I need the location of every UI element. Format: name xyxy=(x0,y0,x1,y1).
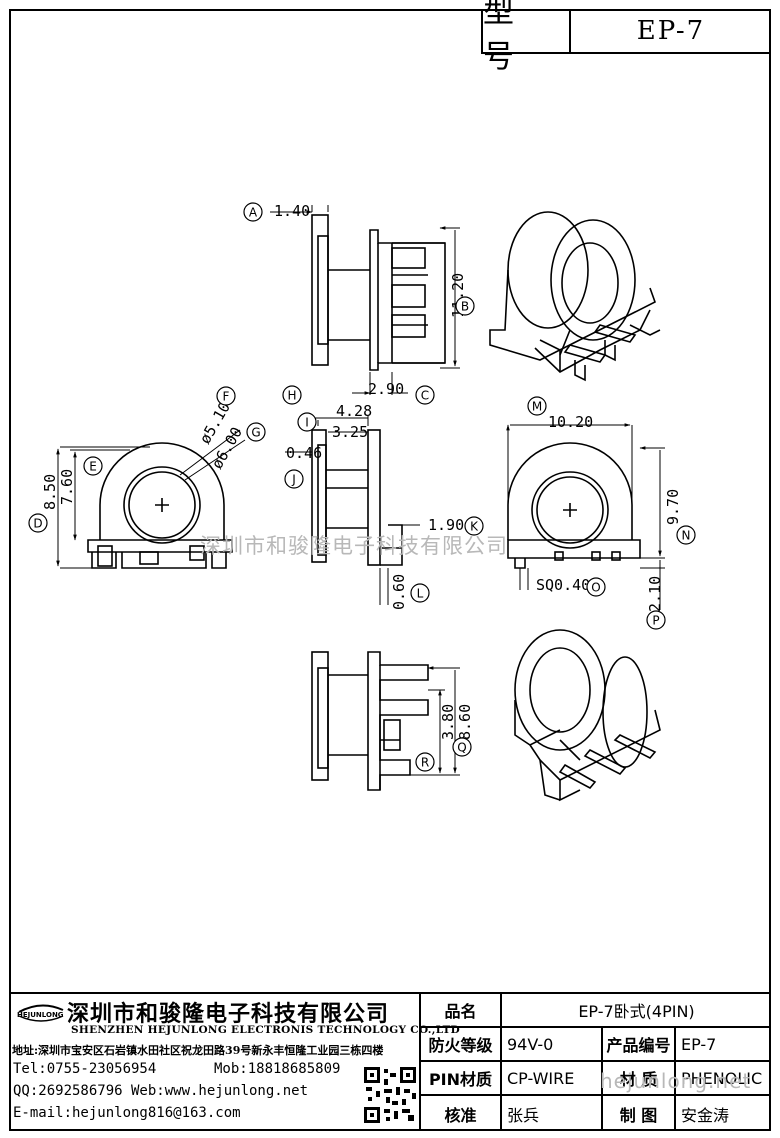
drawer-value: 安金涛 xyxy=(681,1105,730,1125)
dim-I: 3.25 xyxy=(332,423,368,441)
company-mob: Mob:18818685809 xyxy=(214,1061,341,1077)
svg-text:O: O xyxy=(591,581,600,595)
dim-J: 0.46 xyxy=(286,444,322,462)
callout-O: O xyxy=(586,577,606,597)
svg-text:I: I xyxy=(305,416,309,430)
svg-text:J: J xyxy=(291,473,296,487)
callout-K: K xyxy=(464,516,484,536)
svg-text:B: B xyxy=(461,300,469,314)
dim-Q: 8.60 xyxy=(456,704,474,740)
callout-J: J xyxy=(284,469,304,489)
company-logo-icon: HEJUNLONG xyxy=(17,1004,64,1022)
svg-text:K: K xyxy=(470,520,479,534)
callout-E: E xyxy=(83,456,103,476)
svg-text:H: H xyxy=(287,389,296,403)
callout-B: B xyxy=(455,296,475,316)
callout-D: D xyxy=(28,513,48,533)
callout-P: P xyxy=(646,610,666,630)
company-name-cn: 深圳市和骏隆电子科技有限公司 xyxy=(67,1001,390,1027)
company-email: E-mail:hejunlong816@163.com xyxy=(13,1105,241,1121)
company-tel: Tel:0755-23056954 xyxy=(13,1061,157,1077)
drawer-label: 制 图 xyxy=(619,1105,658,1125)
callout-N: N xyxy=(676,525,696,545)
dim-M: 10.20 xyxy=(548,413,593,431)
svg-text:D: D xyxy=(33,517,42,531)
perspective-view-bottom xyxy=(514,629,661,802)
callout-A: A xyxy=(243,202,263,222)
svg-text:N: N xyxy=(682,529,691,543)
callout-F: F xyxy=(216,386,236,406)
side-view-bottom xyxy=(311,651,460,791)
dim-K: 1.90 xyxy=(428,516,464,534)
callout-G: G xyxy=(246,422,266,442)
model-value: EP-7 xyxy=(636,15,706,46)
company-qq-web: QQ:2692586796 Web:www.hejunlong.net xyxy=(13,1083,309,1099)
callout-R: R xyxy=(415,752,435,772)
callout-group: A B C D E F G HI J K L M N O P Q R xyxy=(28,202,696,772)
svg-text:P: P xyxy=(652,614,659,628)
callout-C: C xyxy=(415,385,435,405)
svg-text:E: E xyxy=(89,460,97,474)
callout-H: H xyxy=(282,385,302,405)
svg-text:G: G xyxy=(251,426,260,440)
dim-E: 7.60 xyxy=(58,469,76,505)
flame-rating-label: 防火等级 xyxy=(428,1036,493,1055)
checker-label: 核准 xyxy=(444,1105,477,1125)
company-address: 地址:深圳市宝安区石岩镇水田社区祝龙田路39号新永丰恒隆工业园三栋四楼 xyxy=(12,1044,384,1057)
flame-rating-value: 94V-0 xyxy=(507,1034,554,1054)
dim-D: 8.50 xyxy=(41,474,59,510)
perspective-view-top xyxy=(489,211,661,382)
right-front-view xyxy=(508,425,665,610)
dim-N: 9.70 xyxy=(664,489,682,525)
dim-R: 3.80 xyxy=(439,704,457,740)
company-name-en: SHENZHEN HEJUNLONG ELECTRONIS TECHNOLOGY… xyxy=(71,1024,461,1036)
svg-text:A: A xyxy=(249,206,258,220)
svg-text:Q: Q xyxy=(457,741,466,755)
svg-text:F: F xyxy=(223,390,230,404)
dim-O: SQ0.40 xyxy=(536,576,590,594)
callout-I: I xyxy=(297,412,317,432)
company-panel: HEJUNLONG 深圳市和骏隆电子科技有限公司 SHENZHEN HEJUNL… xyxy=(9,994,460,1131)
dim-H: 4.28 xyxy=(336,402,372,420)
svg-text:R: R xyxy=(421,756,429,770)
front-view xyxy=(56,429,246,569)
qr-code-icon xyxy=(364,1067,416,1123)
product-name-label: 品名 xyxy=(444,1002,477,1021)
material-value: PHENOLIC xyxy=(681,1068,763,1088)
callout-M: M xyxy=(527,396,547,416)
drawing-frame xyxy=(9,9,771,1131)
pin-material-label: PIN材质 xyxy=(428,1070,493,1089)
callout-L: L xyxy=(410,583,430,603)
dim-P: 2.10 xyxy=(646,576,664,612)
svg-text:L: L xyxy=(417,587,424,601)
section-view xyxy=(285,415,420,605)
pin-material-value: CP-WIRE xyxy=(507,1068,575,1088)
product-code-value: EP-7 xyxy=(681,1034,717,1054)
side-view-top xyxy=(270,205,460,395)
callout-Q: Q xyxy=(452,737,472,757)
svg-text:M: M xyxy=(532,400,542,414)
dim-A: 1.40 xyxy=(274,202,310,220)
material-label: 材 质 xyxy=(619,1070,658,1089)
product-name-value: EP-7卧式(4PIN) xyxy=(578,1002,695,1021)
spec-table: 品名 EP-7卧式(4PIN) 防火等级 94V-0 产品编号 EP-7 PIN… xyxy=(421,994,771,1131)
product-code-label: 产品编号 xyxy=(606,1036,671,1055)
dim-C: 2.90 xyxy=(368,380,404,398)
svg-text:HEJUNLONG: HEJUNLONG xyxy=(17,1011,64,1019)
title-block: HEJUNLONG 深圳市和骏隆电子科技有限公司 SHENZHEN HEJUNL… xyxy=(9,992,771,1131)
dim-L: 0.60 xyxy=(390,574,408,610)
svg-text:C: C xyxy=(421,389,429,403)
checker-value: 张兵 xyxy=(507,1105,540,1125)
